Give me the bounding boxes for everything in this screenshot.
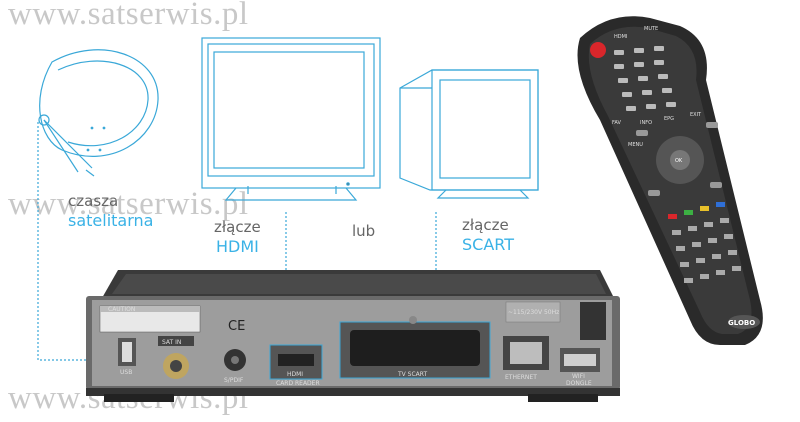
tv-scart-label: TV SCART (397, 371, 428, 378)
or-label: lub (352, 222, 376, 240)
hdmi-label-line2: HDMI (216, 237, 259, 256)
ethernet-label: ETHERNET (505, 374, 537, 381)
satellite-dish-icon (38, 49, 159, 177)
hdmi-port-label: HDMI (287, 371, 303, 378)
wifi-dongle-label-1: WIFI (572, 373, 585, 380)
spdif-label: S/PDIF (224, 377, 244, 384)
card-reader-label: CARD READER (276, 380, 320, 387)
receiver-back-panel (86, 270, 620, 402)
remote-control (577, 16, 763, 345)
scart-label-line2: SCART (462, 235, 514, 254)
watermark-middle: www.satserwis.pl (8, 186, 249, 222)
hdmi-label-line1: złącze (214, 218, 261, 236)
remote-fav-key-label: FAV (612, 120, 622, 126)
power-rating-label: ~115/230V 50Hz (508, 309, 559, 316)
remote-menu-key-label: MENU (628, 142, 643, 148)
sat-in-label: SAT IN (162, 339, 181, 346)
remote-info-key-label: INFO (640, 120, 652, 126)
remote-ok-key-label: OK (675, 158, 683, 164)
ce-mark: CE (228, 319, 245, 334)
watermark-top: www.satserwis.pl (8, 0, 249, 32)
scart-label-line1: złącze (462, 216, 509, 234)
dish-label-line1: czasza (68, 192, 119, 210)
remote-mute-key-label: MUTE (644, 26, 658, 32)
remote-exit-key-label: EXIT (690, 112, 702, 118)
remote-epg-key-label: EPG (664, 116, 674, 122)
scart-tv-icon (399, 69, 539, 199)
hdmi-tv-icon (201, 37, 381, 201)
remote-brand-logo: GLOBO (728, 319, 755, 327)
remote-ok-button-icon (670, 150, 690, 170)
remote-hdmi-key-label: HDMI (614, 34, 627, 40)
caution-label: CAUTION (108, 306, 135, 313)
remote-power-icon (590, 42, 606, 58)
usb-port-label: USB (120, 369, 132, 376)
wifi-dongle-label-2: DONGLE (566, 380, 592, 387)
dish-label-line2: satelitarna (68, 211, 154, 230)
